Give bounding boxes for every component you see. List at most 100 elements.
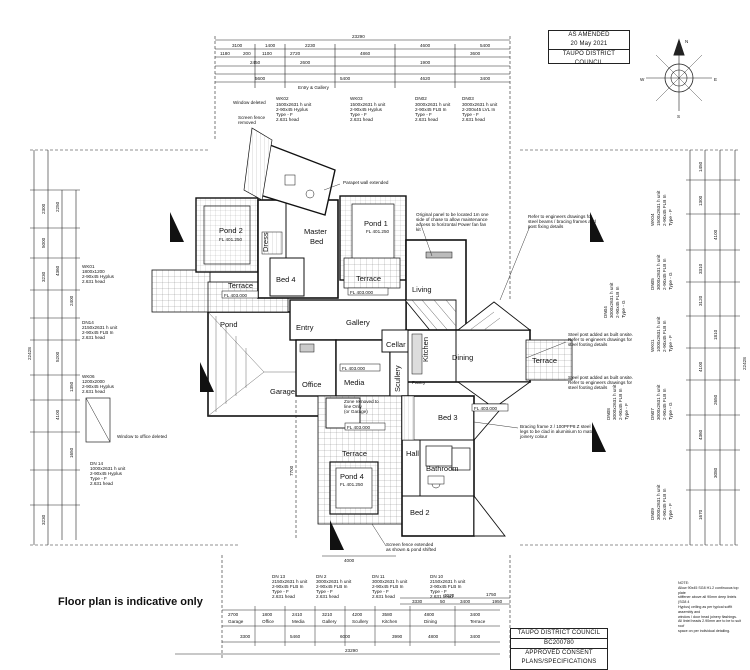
room-pond2: Pond 2 xyxy=(219,226,243,235)
room-dress: Dress xyxy=(261,232,270,252)
svg-text:DN 11: DN 11 xyxy=(372,574,385,579)
svg-text:2720: 2720 xyxy=(290,51,301,56)
svg-text:4360: 4360 xyxy=(698,429,703,440)
svg-text:Type - F: Type - F xyxy=(668,503,673,520)
room-garage: Garage xyxy=(270,387,295,396)
svg-text:5000: 5000 xyxy=(41,237,46,248)
svg-text:Bed: Bed xyxy=(310,237,323,246)
svg-text:Steel post added as built onsi: Steel post added as built onsite. xyxy=(568,375,633,380)
svg-text:DN 14: DN 14 xyxy=(90,461,103,466)
room-terrace-left: Terrace xyxy=(228,281,253,290)
svg-text:FL 403.000: FL 403.000 xyxy=(474,406,498,411)
svg-text:(or Garage): (or Garage) xyxy=(344,409,368,414)
room-gallery: Gallery xyxy=(346,318,370,327)
svg-text:WK03: WK03 xyxy=(350,96,363,101)
svg-text:1450: 1450 xyxy=(698,161,703,172)
svg-text:3580: 3580 xyxy=(382,612,393,617)
room-office: Office xyxy=(302,380,321,389)
svg-text:2-90x45 FLB In: 2-90x45 FLB In xyxy=(430,584,462,589)
svg-text:4100: 4100 xyxy=(713,229,718,240)
svg-text:DN07: DN07 xyxy=(650,408,655,420)
svg-text:3000x2631 h unit: 3000x2631 h unit xyxy=(462,102,498,107)
level-markers xyxy=(221,287,509,431)
general-notes: NOTE: Allow 90x45 SG8 H1.2 continuous to… xyxy=(678,581,744,634)
room-master-bed: Master xyxy=(304,227,327,236)
svg-text:3230: 3230 xyxy=(41,514,46,525)
leader-lines xyxy=(323,183,567,547)
room-scullery: Scullery xyxy=(393,365,402,392)
svg-text:2-90x45 FLB In: 2-90x45 FLB In xyxy=(662,320,667,352)
svg-text:Type - F: Type - F xyxy=(90,476,107,481)
svg-text:Type - F: Type - F xyxy=(372,589,389,594)
svg-text:FL 403.000: FL 403.000 xyxy=(347,425,371,430)
screen-fence-note: Screen fence xyxy=(238,115,266,120)
svg-text:2600: 2600 xyxy=(300,60,311,65)
svg-text:7070: 7070 xyxy=(444,593,455,598)
room-pantry: Pantry xyxy=(412,380,426,385)
notes-line: space on per individual detailing. xyxy=(678,628,731,633)
window-deleted-note: Window deleted xyxy=(233,100,266,105)
svg-text:2-90x45 Hyplus: 2-90x45 Hyplus xyxy=(82,384,115,389)
room-bathroom: Bathroom xyxy=(426,464,459,473)
svg-text:4620: 4620 xyxy=(420,76,431,81)
svg-text:DN03: DN03 xyxy=(462,96,474,101)
svg-text:3400: 3400 xyxy=(480,76,491,81)
svg-text:5460: 5460 xyxy=(290,634,301,639)
svg-text:1100: 1100 xyxy=(262,51,272,56)
left-terrace-paving xyxy=(151,269,211,313)
svg-text:steel footing details: steel footing details xyxy=(568,342,608,347)
svg-text:2.631 head: 2.631 head xyxy=(276,117,299,122)
right-window-schedules: WK04 1500x2631 h unit 2-90x45 FLB In Typ… xyxy=(603,190,673,520)
svg-text:2-90x45 Hyplus: 2-90x45 Hyplus xyxy=(90,471,123,476)
room-pond-left: Pond xyxy=(220,320,238,329)
svg-text:2150x2631 h unit: 2150x2631 h unit xyxy=(430,579,466,584)
dim-7700: 7700 xyxy=(289,465,294,476)
svg-text:Type - F: Type - F xyxy=(272,589,289,594)
svg-text:DN02: DN02 xyxy=(415,96,427,101)
svg-text:Type - F: Type - F xyxy=(624,403,629,420)
svg-text:legs to be clad in aluminium t: legs to be clad in aluminium to match xyxy=(520,429,596,434)
right-dimensions xyxy=(520,149,740,546)
svg-text:1000x2631 h unit: 1000x2631 h unit xyxy=(656,316,661,352)
svg-text:DN08: DN08 xyxy=(606,408,611,420)
svg-text:50: 50 xyxy=(440,599,446,604)
svg-text:1670: 1670 xyxy=(698,509,703,520)
svg-text:3080: 3080 xyxy=(713,467,718,478)
room-bed2: Bed 2 xyxy=(410,508,430,517)
svg-text:3310: 3310 xyxy=(698,263,703,274)
svg-text:3600: 3600 xyxy=(470,51,481,56)
svg-text:WK02: WK02 xyxy=(276,96,289,101)
svg-text:FL 403.000: FL 403.000 xyxy=(350,290,374,295)
diagonal-wing xyxy=(243,127,336,216)
svg-text:Type - G: Type - G xyxy=(668,402,673,420)
room-entry: Entry xyxy=(296,323,314,332)
svg-text:3120: 3120 xyxy=(698,295,703,306)
svg-text:Garage: Garage xyxy=(228,619,244,624)
schedule-dn02: DN02 3000x2631 h unit 2-90x45 FLB In Typ… xyxy=(415,96,451,122)
room-bed4: Bed 4 xyxy=(276,275,296,284)
svg-text:WK01: WK01 xyxy=(82,264,95,269)
notes-line: window / door head joinery flashings. xyxy=(678,614,737,619)
svg-text:3000x2631 h unit: 3000x2631 h unit xyxy=(612,384,617,420)
svg-text:2-90x45 Hyplus: 2-90x45 Hyplus xyxy=(82,274,115,279)
svg-text:1500x2631 h unit: 1500x2631 h unit xyxy=(276,102,312,107)
plan-annotations: Parapet wall extended Original panel to … xyxy=(343,180,633,552)
svg-text:3000x2631 h unit: 3000x2631 h unit xyxy=(656,384,661,420)
svg-text:1800: 1800 xyxy=(262,612,273,617)
svg-text:steel beams / bracing frames a: steel beams / bracing frames and xyxy=(528,219,596,224)
svg-text:Type - G: Type - G xyxy=(621,300,626,318)
room-bed3: Bed 3 xyxy=(438,413,458,422)
svg-text:3000x2631 h unit: 3000x2631 h unit xyxy=(316,579,352,584)
svg-text:1900: 1900 xyxy=(420,60,431,65)
svg-text:joinery colour: joinery colour xyxy=(519,434,548,439)
svg-text:22428: 22428 xyxy=(742,357,747,370)
svg-text:WK04: WK04 xyxy=(650,213,655,226)
svg-text:Type - G: Type - G xyxy=(668,272,673,290)
svg-text:2.631 head: 2.631 head xyxy=(462,117,485,122)
svg-text:4800: 4800 xyxy=(424,612,435,617)
svg-text:Zone removed to: Zone removed to xyxy=(344,399,379,404)
svg-text:2.631 head: 2.631 head xyxy=(82,389,105,394)
svg-text:4860: 4860 xyxy=(360,51,371,56)
svg-text:4200: 4200 xyxy=(352,612,363,617)
svg-text:2-90x45 FLB In: 2-90x45 FLB In xyxy=(415,107,447,112)
